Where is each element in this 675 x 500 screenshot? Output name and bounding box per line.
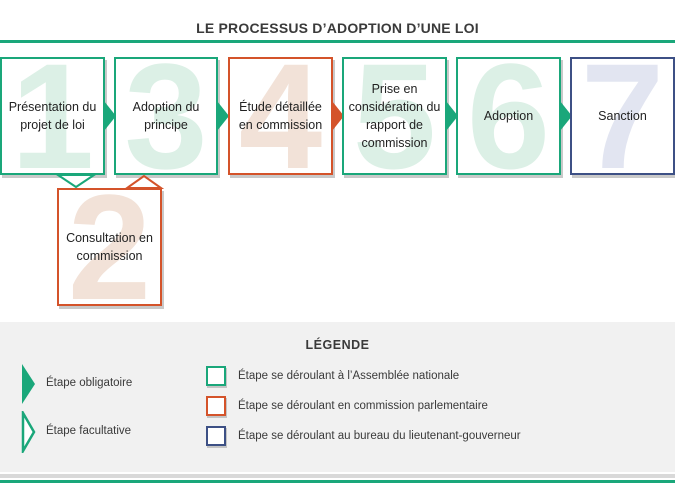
legend-mandatory-label: Étape obligatoire — [46, 377, 133, 389]
step-3-box: 3 Adoption du principe — [114, 57, 218, 175]
step-7-box: 7 Sanction — [570, 57, 675, 175]
step-6-box: 6 Adoption — [456, 57, 561, 175]
mandatory-arrow-icon — [104, 101, 116, 131]
step-7-number: 7 — [580, 57, 665, 175]
legend-lieutenant-governor-label: Étape se déroulant au bureau du lieutena… — [238, 430, 521, 442]
mandatory-arrow-icon — [217, 101, 229, 131]
step-5-number: 5 — [352, 57, 437, 175]
step-4-box: 4 Étude détaillée en commission — [228, 57, 333, 175]
legend-commission-swatch — [206, 396, 226, 416]
mandatory-step-icon — [22, 364, 35, 404]
optional-arrow-down-icon — [55, 174, 97, 189]
step-2-number: 2 — [67, 188, 152, 306]
step-1-number: 1 — [10, 57, 95, 175]
step-2-label: Consultation en commission — [66, 231, 153, 263]
legend-lieutenant-governor-swatch — [206, 426, 226, 446]
legend-title: LÉGENDE — [305, 338, 370, 352]
legend-optional-label: Étape facultative — [46, 425, 132, 437]
step-7-label: Sanction — [598, 109, 647, 123]
bottom-rule — [0, 480, 675, 483]
mandatory-arrow-icon — [332, 101, 344, 131]
step-4-number: 4 — [238, 57, 323, 175]
legend-commission-label: Étape se déroulant en commission parleme… — [238, 400, 488, 412]
step-3-number: 3 — [124, 57, 208, 175]
optional-step-icon — [21, 411, 36, 453]
step-1-box: 1 Présentation du projet de loi — [0, 57, 105, 175]
step-6-number: 6 — [466, 57, 551, 175]
diagram-title: LE PROCESSUS D’ADOPTION D’UNE LOI — [196, 20, 479, 36]
step-3-label: Adoption du principe — [132, 100, 200, 132]
step-2-box: 2 Consultation en commission — [57, 188, 162, 306]
step-1-label: Présentation du projet de loi — [8, 100, 97, 132]
mandatory-arrow-icon — [446, 101, 458, 131]
bottom-grey-rule — [0, 474, 675, 478]
legend-assembly-label: Étape se déroulant à l’Assemblée nationa… — [238, 370, 460, 382]
step-5-label: Prise en considération du rapport de com… — [348, 82, 441, 150]
legend-panel — [0, 322, 675, 472]
mandatory-arrow-icon — [560, 101, 572, 131]
legend-assembly-swatch — [206, 366, 226, 386]
step-4-label: Étude détaillée en commission — [238, 100, 323, 132]
top-rule — [0, 40, 675, 43]
step-5-box: 5 Prise en considération du rapport de c… — [342, 57, 447, 175]
step-6-label: Adoption — [483, 109, 534, 123]
